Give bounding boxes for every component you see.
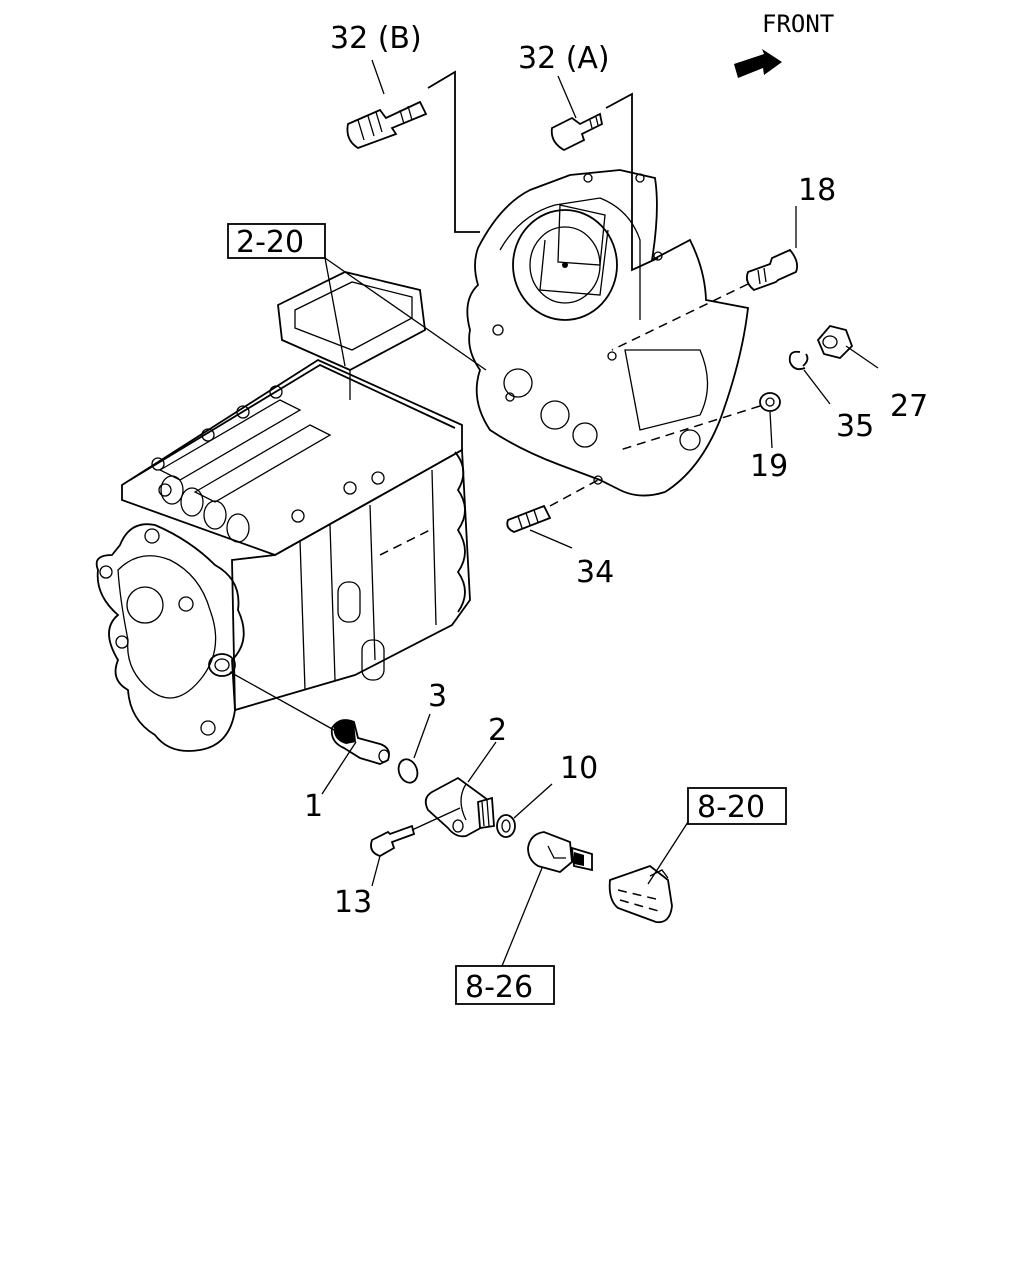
ref-8-26[interactable]: 8-26 bbox=[455, 965, 555, 1005]
nut-27 bbox=[816, 324, 854, 359]
seal-10 bbox=[496, 814, 516, 838]
spring-washer-35 bbox=[788, 350, 809, 371]
callout-18: 18 bbox=[798, 173, 836, 208]
ref-8-20-label: 8-20 bbox=[697, 790, 765, 825]
ref-2-20-label: 2-20 bbox=[236, 225, 304, 260]
transmission-case bbox=[95, 271, 471, 752]
ref-8-20[interactable]: 8-20 bbox=[687, 787, 787, 825]
bolt-32a bbox=[550, 112, 604, 152]
callout-3: 3 bbox=[428, 679, 447, 714]
callout-19: 19 bbox=[750, 449, 788, 484]
callout-34: 34 bbox=[576, 555, 614, 590]
washer-19 bbox=[759, 392, 781, 412]
callout-32a: 32 (A) bbox=[518, 41, 610, 76]
callout-2: 2 bbox=[488, 713, 507, 748]
callout-13: 13 bbox=[334, 885, 372, 920]
o-ring-3 bbox=[397, 758, 419, 784]
bolt-18 bbox=[745, 248, 799, 292]
front-indicator: FRONT bbox=[734, 10, 834, 78]
speed-sensor bbox=[527, 831, 593, 873]
assembly-lines bbox=[229, 59, 879, 967]
clutch-housing bbox=[466, 169, 749, 497]
callout-1: 1 bbox=[304, 789, 323, 824]
ref-8-26-label: 8-26 bbox=[465, 970, 533, 1005]
callout-10: 10 bbox=[560, 751, 598, 786]
callout-35: 35 bbox=[836, 409, 874, 444]
stud-34 bbox=[506, 504, 552, 533]
callout-labels: 32 (B) 32 (A) 18 27 35 19 34 3 2 10 1 13 bbox=[304, 21, 928, 920]
sleeve-2 bbox=[424, 776, 495, 838]
reference-boxes: 2-20 8-20 8-26 bbox=[227, 223, 787, 1005]
sensor-bracket bbox=[608, 864, 673, 924]
front-label: FRONT bbox=[762, 10, 834, 38]
shaft-1 bbox=[330, 719, 390, 765]
ref-2-20[interactable]: 2-20 bbox=[227, 223, 326, 260]
stud-bolt-32b bbox=[346, 100, 428, 149]
callout-32b: 32 (B) bbox=[330, 21, 422, 56]
bolt-13 bbox=[370, 824, 416, 857]
front-arrow-icon bbox=[734, 49, 782, 78]
callout-27: 27 bbox=[890, 389, 928, 424]
